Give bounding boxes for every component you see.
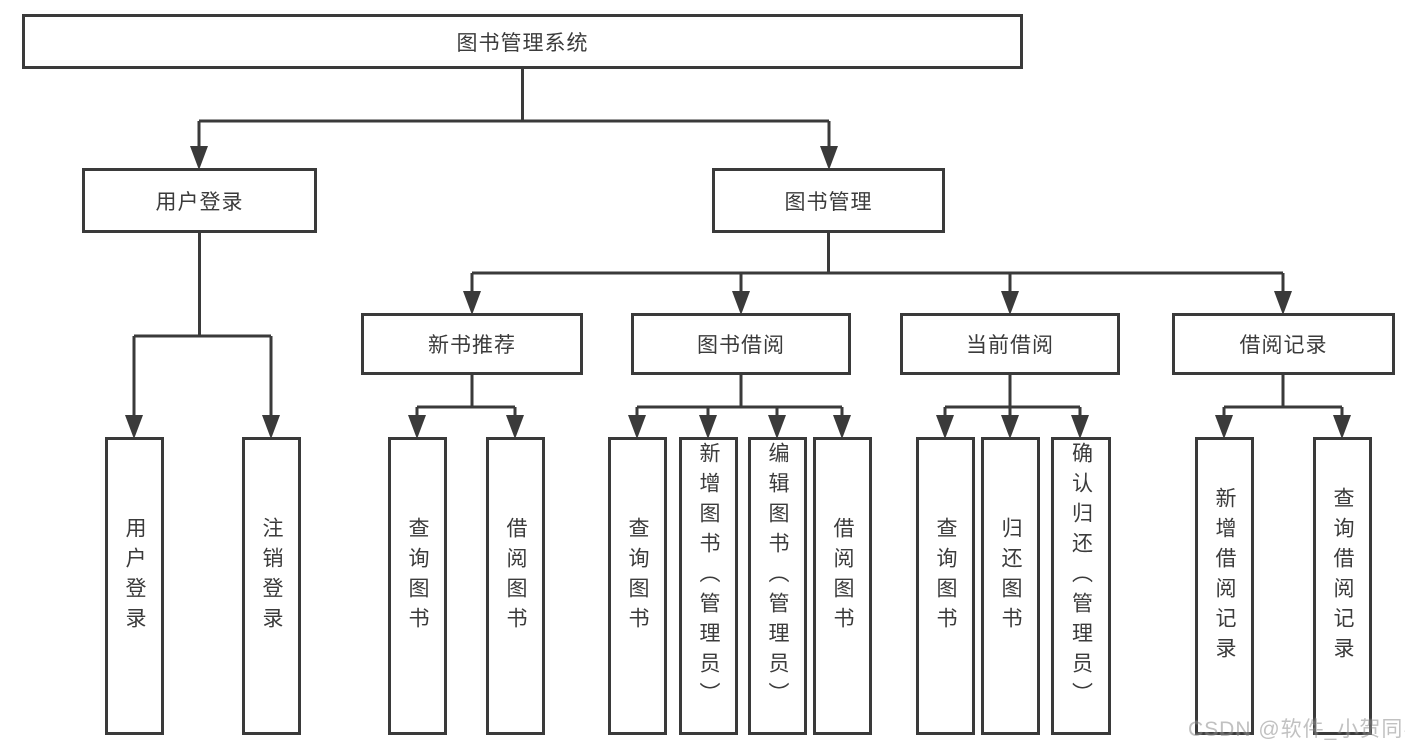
arrowhead <box>408 415 426 439</box>
leaf-recommend-borrow-books: 借阅图书 <box>486 437 545 735</box>
leaf-recommend-query-books: 查询图书 <box>388 437 447 735</box>
node-label: 当前借阅 <box>966 334 1054 357</box>
node-label: 借阅记录 <box>1239 334 1328 357</box>
node-user-login: 用户登录 <box>82 168 317 233</box>
leaf-current-confirm-return-admin: 确认归还（管理员） <box>1051 437 1111 735</box>
arrowhead <box>506 415 524 439</box>
node-label: 新增借阅记录 <box>1213 487 1236 667</box>
node-label: 借阅图书 <box>504 517 527 637</box>
arrowhead <box>833 415 851 439</box>
arrowhead <box>125 415 143 439</box>
leaf-records-add-record: 新增借阅记录 <box>1195 437 1254 735</box>
arrowhead <box>628 415 646 439</box>
arrowhead <box>1071 415 1089 439</box>
arrowhead <box>1001 415 1019 439</box>
node-root: 图书管理系统 <box>22 14 1023 69</box>
node-label: 用户登录 <box>123 517 146 637</box>
leaf-borrow-edit-books-admin: 编辑图书（管理员） <box>748 437 807 735</box>
leaf-borrow-borrow-books: 借阅图书 <box>813 437 872 735</box>
leaf-borrow-add-books-admin: 新增图书（管理员） <box>679 437 738 735</box>
node-label: 注销登录 <box>260 517 283 637</box>
node-book-borrow: 图书借阅 <box>631 313 851 375</box>
node-label: 新增图书（管理员） <box>697 442 720 712</box>
node-label: 查询借阅记录 <box>1331 487 1354 667</box>
arrowhead <box>820 146 838 170</box>
arrowhead <box>190 146 208 170</box>
arrowhead <box>1274 291 1292 315</box>
node-label: 查询图书 <box>406 517 429 637</box>
node-new-book-recommend: 新书推荐 <box>361 313 583 375</box>
leaf-current-return-books: 归还图书 <box>981 437 1040 735</box>
node-label: 借阅图书 <box>831 517 854 637</box>
arrowhead <box>699 415 717 439</box>
node-label: 编辑图书（管理员） <box>766 442 789 712</box>
node-label: 图书借阅 <box>697 334 785 357</box>
arrowhead <box>1001 291 1019 315</box>
leaf-records-query-record: 查询借阅记录 <box>1313 437 1372 735</box>
arrowhead <box>262 415 280 439</box>
leaf-user-login: 用户登录 <box>105 437 164 735</box>
watermark: CSDN @软件_小贺同学 <box>1188 718 1405 741</box>
leaf-logout: 注销登录 <box>242 437 301 735</box>
node-label: 查询图书 <box>626 517 649 637</box>
arrowhead <box>1333 415 1351 439</box>
arrowhead <box>768 415 786 439</box>
node-current-borrow: 当前借阅 <box>900 313 1120 375</box>
node-book-management: 图书管理 <box>712 168 945 233</box>
arrowhead <box>463 291 481 315</box>
leaf-borrow-query-books: 查询图书 <box>608 437 667 735</box>
node-label: 归还图书 <box>999 517 1022 637</box>
node-label: 用户登录 <box>155 190 244 214</box>
node-label: 查询图书 <box>934 517 957 637</box>
arrowhead <box>732 291 750 315</box>
node-borrow-records: 借阅记录 <box>1172 313 1395 375</box>
arrowhead <box>1215 415 1233 439</box>
arrowhead <box>936 415 954 439</box>
node-label: 图书管理 <box>784 190 873 214</box>
node-label: 确认归还（管理员） <box>1069 442 1093 712</box>
leaf-current-query-books: 查询图书 <box>916 437 975 735</box>
node-label: 图书管理系统 <box>456 31 589 55</box>
node-label: 新书推荐 <box>428 334 516 357</box>
